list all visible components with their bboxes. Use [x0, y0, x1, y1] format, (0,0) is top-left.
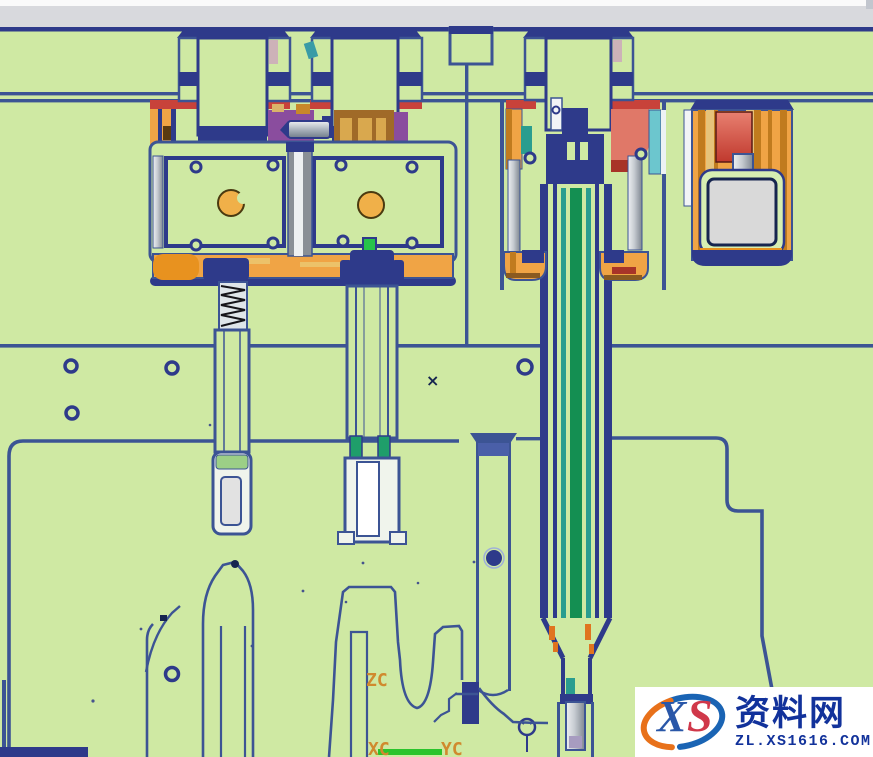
mold-base-outline: [0, 436, 779, 757]
screw-holes: [63, 358, 534, 683]
watermark-letter-x: X: [657, 692, 687, 741]
watermark-letter-s: S: [687, 690, 713, 741]
part-contour-lines: [2, 560, 549, 757]
clamp-unit-left[interactable]: [150, 29, 292, 157]
wcs-y-label: YC: [441, 739, 463, 757]
wcs-axis-line: [378, 749, 442, 755]
mold-plate-lines: [0, 27, 873, 441]
sprue-inlet-block[interactable]: [448, 26, 494, 345]
cavity-plate-block[interactable]: [148, 140, 458, 286]
watermark-site-name: 资料网: [735, 693, 847, 733]
sprue-puller-pin[interactable]: [337, 237, 407, 545]
return-pin-with-spring[interactable]: [203, 258, 253, 536]
support-unit-right[interactable]: [683, 100, 794, 266]
wcs-x-label: XC: [368, 739, 390, 757]
spring-coil: [220, 285, 246, 327]
watermark-logo-icon: X S: [635, 689, 735, 755]
point-marker: ×: [426, 371, 439, 390]
wcs-z-label: ZC: [366, 670, 388, 691]
wcs-triad[interactable]: ZC XC YC: [366, 670, 463, 757]
debris-specks: [91, 423, 476, 703]
watermark-site-url: ZL.XS1616.COM: [735, 732, 872, 750]
sprue-bushing-unit[interactable]: [500, 29, 666, 757]
watermark: X S 资料网 ZL.XS1616.COM: [635, 687, 873, 757]
